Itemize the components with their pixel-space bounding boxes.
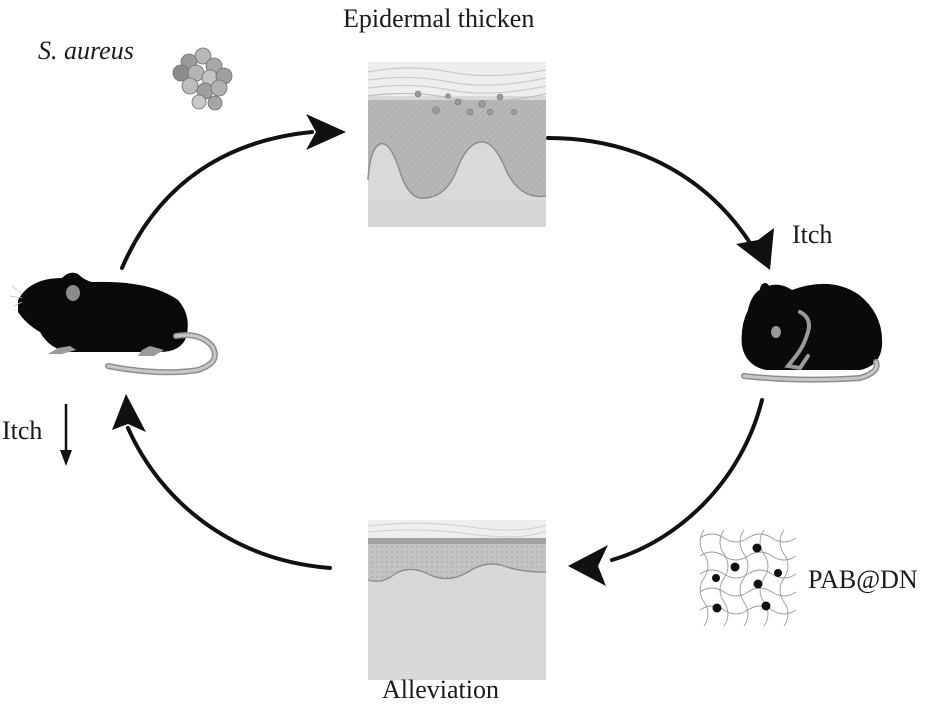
thickened-skin-panel xyxy=(367,62,547,227)
arrowhead-right xyxy=(736,228,774,270)
top-panel-label: Epidermal thicken xyxy=(343,4,535,33)
arrow-mouse-to-thicken xyxy=(120,130,314,270)
treatment-label: PAB@DN xyxy=(808,565,918,594)
bottom-panel-label: Alleviation xyxy=(382,675,499,704)
right-itch-label: Itch xyxy=(792,220,833,249)
arrowhead-bottom xyxy=(568,545,608,586)
arrow-heads xyxy=(112,114,774,586)
healed-skin-panel xyxy=(367,520,547,680)
bacteria-cluster-icon xyxy=(172,47,233,111)
arrowhead-left xyxy=(112,394,146,432)
arrowhead-top xyxy=(306,114,346,150)
arrow-itch-to-alleviation xyxy=(610,398,764,562)
cycle-arrows xyxy=(120,130,764,570)
arrow-alleviation-to-mouse xyxy=(126,426,332,570)
arrow-thicken-to-itch xyxy=(546,136,754,248)
hydrogel-network-icon xyxy=(699,529,797,627)
left-itch-label: Itch xyxy=(2,416,43,445)
scratching-mouse-icon xyxy=(741,283,883,383)
down-arrow-icon xyxy=(60,404,72,466)
bacteria-label: S. aureus xyxy=(38,36,134,65)
mouse-icon xyxy=(9,272,218,376)
